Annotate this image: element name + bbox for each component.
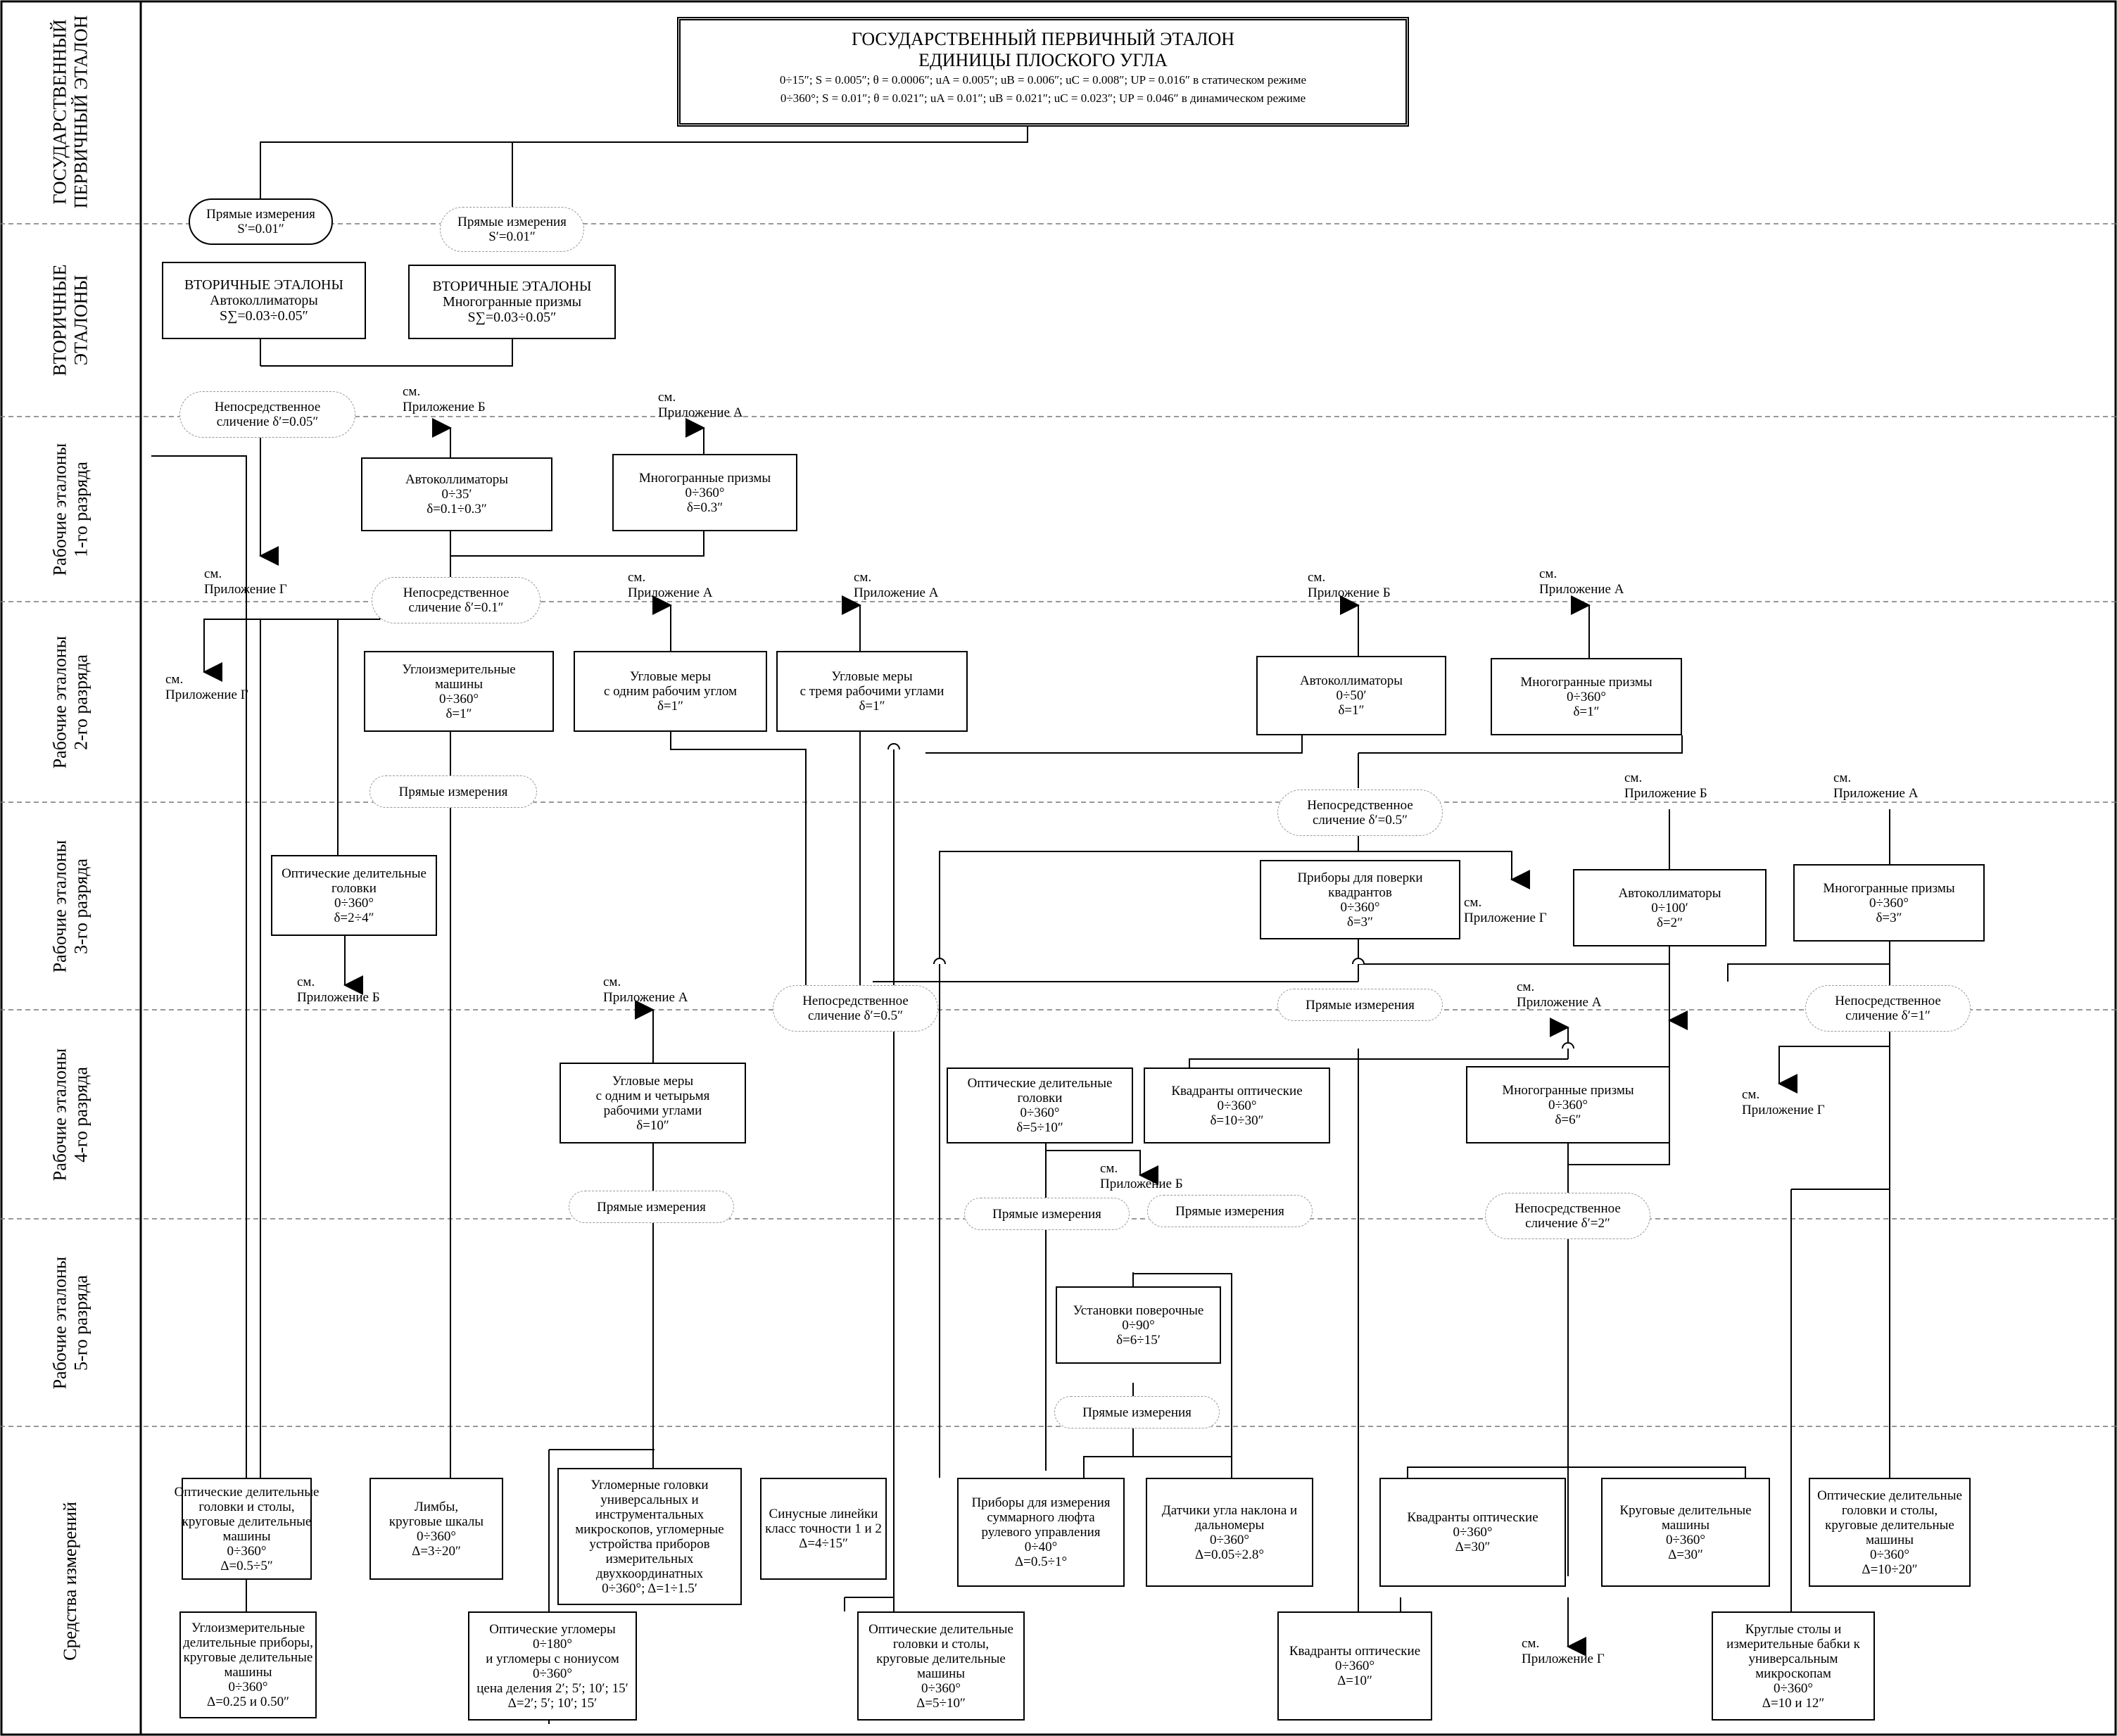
direct-measurement-oval-rank3: Прямые измерения [1277,989,1443,1021]
ref-appendix-g-1: см.Приложение Г [204,566,287,597]
ref-appendix-g-2: см.Приложение Г [165,672,248,702]
ref-appendix-g-5: см.Приложение Г [1522,1636,1605,1666]
ref-appendix-a-1: см.Приложение А [658,390,743,420]
primary-standard-box: ГОСУДАРСТВЕННЫЙ ПЕРВИЧНЫЙ ЭТАЛОН ЕДИНИЦЫ… [677,17,1409,127]
direct-measurement-oval-rank4-a: Прямые измерения [569,1191,734,1223]
direct-measurement-oval-rank4-c: Прямые измерения [1147,1195,1313,1227]
level-label-instruments: Средства измерений [60,1502,80,1661]
ref-appendix-b-3: см.Приложение Б [1624,771,1707,801]
direct-measurement-oval-rank5: Прямые измерения [1054,1396,1220,1428]
ref-appendix-a-2: см.Приложение А [628,570,713,600]
ref-appendix-a-4: см.Приложение А [1539,566,1624,597]
ref-appendix-a-6: см.Приложение А [603,975,688,1005]
direct-measurement-oval-rank4-b: Прямые измерения [964,1198,1130,1230]
title-static-mode: 0÷15″; S = 0.005″; θ = 0.0006″; uA = 0.0… [779,73,1307,87]
line-crossings [887,743,1574,1049]
ref-appendix-b-1: см.Приложение Б [403,384,486,414]
ref-appendix-g-3: см.Приложение Г [1464,895,1547,925]
ref-appendix-b-2: см.Приложение Б [1308,570,1391,600]
direct-measurement-oval-rank2: Прямые измерения [369,775,537,808]
title-line-2: ЕДИНИЦЫ ПЛОСКОГО УГЛА [918,50,1168,70]
ref-appendix-a-3: см.Приложение А [854,570,939,600]
ref-appendix-g-4: см.Приложение Г [1742,1087,1825,1117]
title-line-1: ГОСУДАРСТВЕННЫЙ ПЕРВИЧНЫЙ ЭТАЛОН [851,29,1235,49]
ref-appendix-b-4: см.Приложение Б [297,975,380,1005]
title-dynamic-mode: 0÷360°; S = 0.01″; θ = 0.021″; uA = 0.01… [780,91,1306,105]
ref-appendix-b-5: см.Приложение Б [1100,1161,1183,1191]
ref-appendix-a-7: см.Приложение А [1517,980,1602,1010]
ref-appendix-a-5: см.Приложение А [1833,771,1919,801]
